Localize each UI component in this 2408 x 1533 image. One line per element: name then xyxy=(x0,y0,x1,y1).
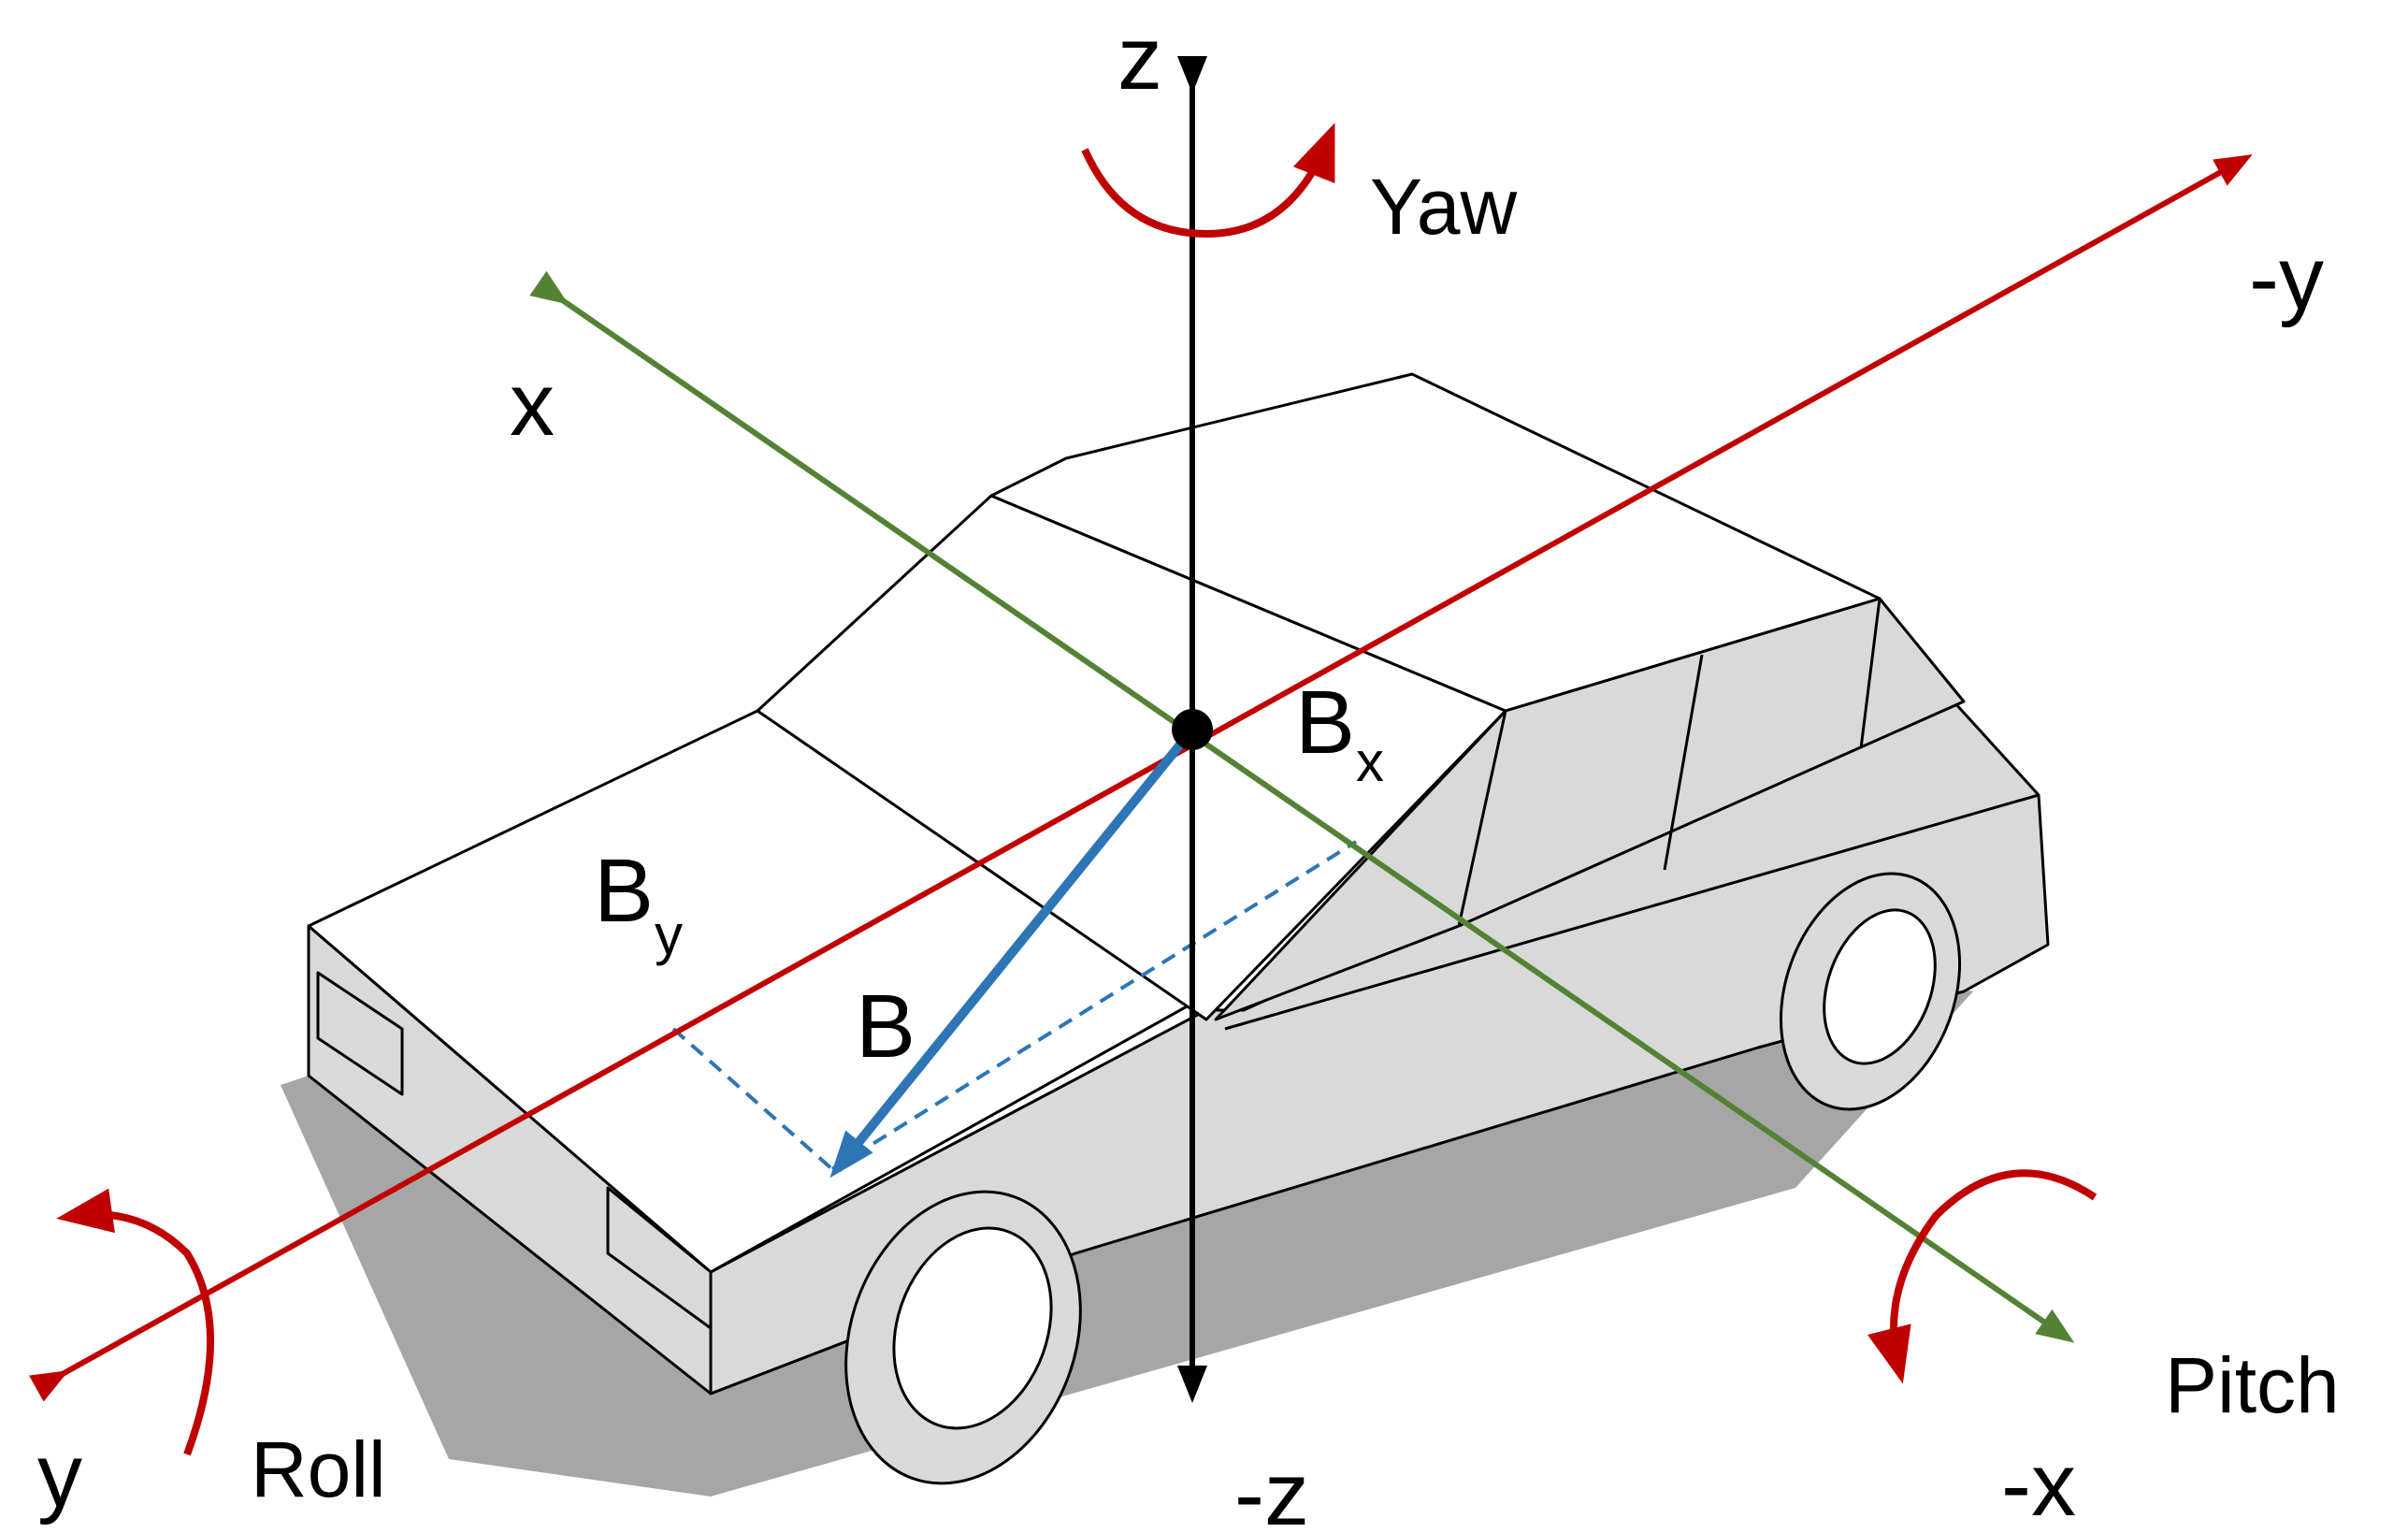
vector-b xyxy=(829,726,1196,1179)
by-label-subscript: y xyxy=(655,904,683,966)
origin-point xyxy=(1172,709,1213,750)
bx-label: B x xyxy=(1295,672,1384,793)
yaw-label: Yaw xyxy=(1370,163,1518,251)
y-axis-label: y xyxy=(37,1425,82,1526)
yaw-rotation-arrow xyxy=(1081,123,1335,239)
bx-label-subscript: x xyxy=(1356,730,1384,793)
x-axis-label: x xyxy=(510,354,555,455)
roll-rotation-arrow xyxy=(56,1188,214,1456)
x-axis xyxy=(529,270,2075,1343)
by-label-base: B xyxy=(594,841,654,941)
car-illustration xyxy=(281,372,2050,1497)
roll-label: Roll xyxy=(251,1425,386,1513)
pitch-label: Pitch xyxy=(2165,1341,2340,1429)
neg-y-axis-label: -y xyxy=(2249,228,2324,328)
vector-b-label: B xyxy=(856,976,916,1077)
neg-z-axis-label: -z xyxy=(1234,1444,1309,1533)
neg-x-axis-label: -x xyxy=(2001,1435,2076,1533)
bx-label-base: B xyxy=(1295,672,1355,773)
z-axis-label: z xyxy=(1117,8,1162,108)
pitch-rotation-arrow xyxy=(1867,1169,2098,1384)
by-label: B y xyxy=(594,841,683,966)
